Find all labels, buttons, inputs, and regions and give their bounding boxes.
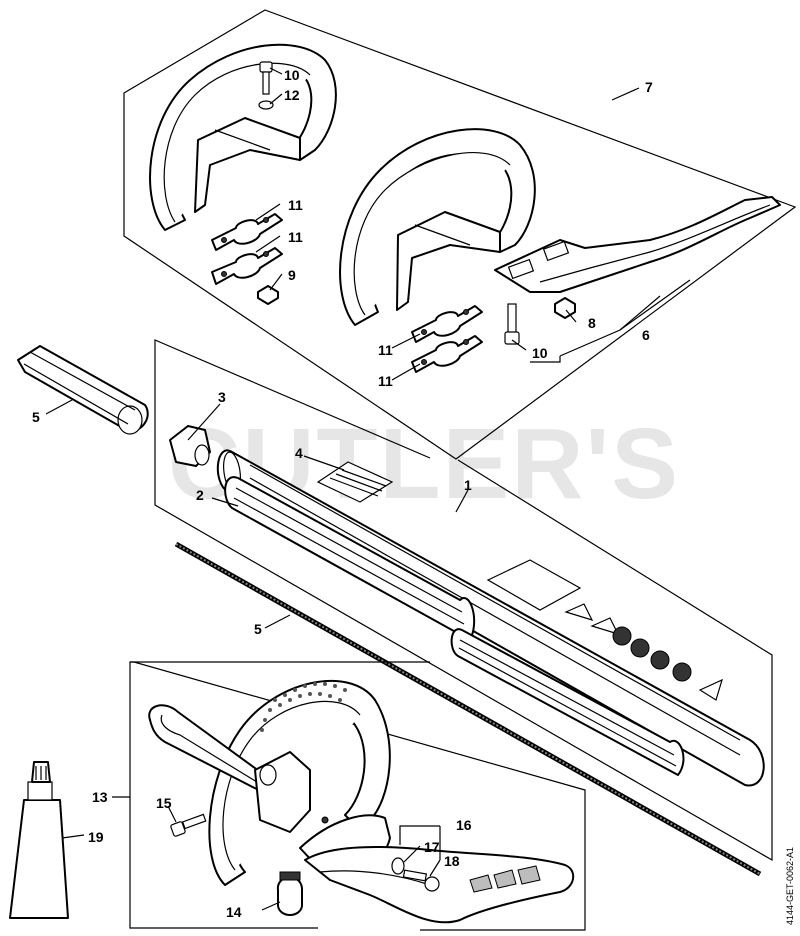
nut-part-9-right bbox=[554, 297, 576, 319]
callout-3: 3 bbox=[218, 389, 226, 405]
sleeve-part-6 bbox=[17, 345, 149, 435]
coupling-part-3 bbox=[169, 425, 211, 467]
liner-part-2-upper bbox=[224, 476, 476, 641]
callout-11-c: 11 bbox=[378, 342, 393, 358]
handle-grip-texture bbox=[260, 682, 347, 732]
screw-part-10-right bbox=[504, 303, 520, 345]
clamp-part-11-left-lower bbox=[211, 247, 283, 285]
liner-part-2-lower bbox=[450, 628, 685, 776]
callout-12: 12 bbox=[284, 87, 300, 103]
washer-part-12 bbox=[258, 100, 274, 110]
callout-17: 17 bbox=[424, 839, 440, 855]
callout-15: 15 bbox=[156, 795, 172, 811]
callout-8: 6 bbox=[642, 327, 650, 343]
screw-part-18 bbox=[402, 869, 440, 892]
callout-14: 14 bbox=[226, 904, 242, 920]
callout-11-a: 11 bbox=[288, 197, 303, 213]
callout-4: 4 bbox=[295, 445, 303, 461]
document-id: 4144-GET-0062-A1 bbox=[785, 847, 795, 925]
warning-labels-on-tube bbox=[486, 559, 723, 701]
callout-9-right: 8 bbox=[588, 315, 596, 331]
flex-shaft-part-5 bbox=[174, 541, 762, 877]
callout-2: 2 bbox=[196, 487, 204, 503]
clamp-part-14 bbox=[276, 871, 303, 916]
callout-11-b: 11 bbox=[288, 229, 303, 245]
loop-handle-right bbox=[339, 128, 536, 326]
handle-bracket-part-8 bbox=[494, 196, 781, 293]
group-frame-drive-tube-outline bbox=[154, 339, 773, 862]
callout-10-top: 10 bbox=[284, 67, 300, 83]
callout-13: 13 bbox=[92, 789, 108, 805]
grip-slots bbox=[469, 865, 541, 893]
clamp-part-11-right-upper bbox=[411, 305, 483, 343]
callout-7: 7 bbox=[645, 79, 653, 95]
callout-9-left: 9 bbox=[288, 267, 296, 283]
nut-part-9-left bbox=[257, 285, 279, 305]
group-frame-handle bbox=[123, 9, 797, 460]
loop-handle-left bbox=[149, 43, 337, 231]
leader-line-part-8 bbox=[559, 279, 691, 357]
handle-clamp-block bbox=[254, 751, 329, 833]
group-frame-front-handle bbox=[129, 661, 430, 929]
callout-19: 19 bbox=[88, 829, 104, 845]
screw-part-15 bbox=[170, 813, 207, 837]
label-part-4 bbox=[316, 461, 394, 503]
callout-16: 16 bbox=[456, 817, 472, 833]
callout-18: 18 bbox=[444, 853, 460, 869]
clamp-part-11-left-upper bbox=[211, 213, 283, 251]
leader-bracket-part-8 bbox=[530, 356, 561, 363]
leader-lines bbox=[45, 67, 661, 911]
callout-1: 1 bbox=[464, 477, 472, 493]
callout-10-right: 10 bbox=[532, 345, 548, 361]
screw-part-10-left bbox=[259, 61, 273, 95]
group-frame-front-handle-outline bbox=[130, 661, 586, 931]
grease-tube-part-19 bbox=[9, 761, 69, 919]
drive-tube-part-1 bbox=[216, 449, 765, 787]
callout-6: 5 bbox=[32, 409, 40, 425]
callout-labels: 10 12 7 11 11 9 8 6 10 11 11 5 3 4 1 2 5… bbox=[32, 67, 653, 920]
callout-11-d: 11 bbox=[378, 373, 393, 389]
washer-part-17 bbox=[391, 857, 405, 875]
clamp-part-11-right-lower bbox=[411, 335, 483, 373]
callout-5: 5 bbox=[254, 621, 262, 637]
